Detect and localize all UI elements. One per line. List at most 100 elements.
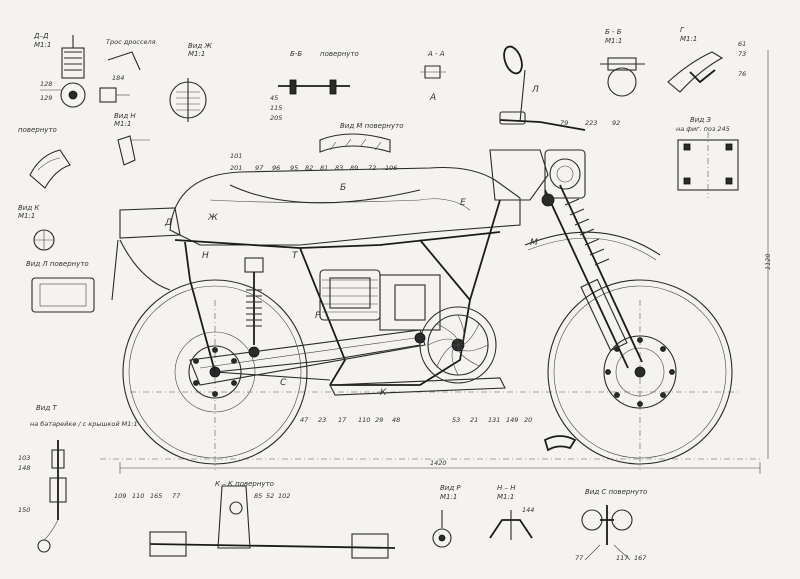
detail-section-b: Б-Б повернуто 45 115 205 bbox=[270, 50, 359, 122]
callout: 77 bbox=[172, 492, 181, 500]
callout: 77 bbox=[575, 554, 584, 562]
frame bbox=[174, 199, 501, 386]
view-title: Вид Ж bbox=[188, 42, 212, 50]
view-title: Г bbox=[680, 26, 685, 34]
callout: 110 bbox=[358, 416, 370, 424]
callout: 150 bbox=[18, 506, 30, 514]
callout: 48 bbox=[392, 416, 400, 424]
swingarm bbox=[189, 329, 426, 386]
section-letter: Н bbox=[202, 251, 209, 261]
section-letter: А bbox=[429, 93, 436, 103]
view-scale: М1:1 bbox=[188, 50, 205, 58]
top-callouts: 101 201 97 96 95 82 81 83 89 72 106 79 2… bbox=[230, 119, 620, 172]
view-title: Б-Б bbox=[290, 50, 302, 58]
view-title: Н – Н bbox=[497, 484, 516, 492]
cooling-fan bbox=[419, 306, 497, 384]
callout: 205 bbox=[270, 114, 282, 122]
callout: 223 bbox=[585, 119, 597, 127]
callout: 110 bbox=[132, 492, 144, 500]
view-scale: М1:1 bbox=[497, 493, 514, 501]
callout: 47 bbox=[300, 416, 309, 424]
callout: 148 bbox=[18, 464, 30, 472]
motorcycle-assembly: 1420 1120 101 201 97 96 95 82 81 83 89 7… bbox=[100, 45, 772, 474]
section-letter: Д bbox=[164, 218, 172, 228]
callout: 83 bbox=[335, 164, 343, 172]
view-title: Д–Д bbox=[33, 32, 49, 40]
brand-logo bbox=[543, 435, 577, 452]
handlebar bbox=[499, 45, 586, 131]
detail-section-nn: Н – Н М1:1 144 bbox=[489, 484, 534, 540]
callout: 72 bbox=[368, 164, 376, 172]
view-scale: повернуто bbox=[320, 50, 359, 58]
callout: 102 bbox=[278, 492, 290, 500]
callout: 82 bbox=[305, 164, 313, 172]
front-fork bbox=[544, 184, 643, 369]
section-letter: Ж bbox=[207, 213, 218, 223]
view-scale: М1:1 bbox=[440, 493, 457, 501]
rear-wheel bbox=[122, 279, 308, 465]
callout: 53 bbox=[452, 416, 460, 424]
callout: 117 bbox=[616, 554, 629, 562]
callout: 79 bbox=[560, 119, 568, 127]
callout: 29 bbox=[375, 416, 383, 424]
detail-view-g: Г М1:1 61 73 76 bbox=[667, 26, 746, 93]
callout: 144 bbox=[522, 506, 534, 514]
section-letter: Л bbox=[531, 85, 539, 95]
callout: 109 bbox=[114, 492, 126, 500]
callout: 115 bbox=[270, 104, 282, 112]
view-title: А - А bbox=[427, 50, 445, 58]
detail-view-l: Вид Л повернуто bbox=[26, 260, 95, 313]
detail-section-kk: К – К повернуто 109 110 165 77 85 52 102 bbox=[114, 480, 396, 559]
callout: 103 bbox=[18, 454, 30, 462]
detail-view-d: Д–Д М1:1 128 129 bbox=[33, 32, 86, 108]
wheelbase-dimension: 1420 bbox=[119, 459, 761, 474]
section-letters: Л Б М К Т Ж Н Е Р А Д С bbox=[164, 85, 539, 398]
rear-shock-absorber bbox=[244, 257, 264, 358]
seat-tank-outline bbox=[169, 167, 521, 246]
view-scale: на фиг. поз 245 bbox=[676, 125, 730, 133]
detail-view-k: Вид К М1:1 bbox=[18, 204, 55, 251]
view-scale: на батарейке / с крышкой М1:1 bbox=[30, 420, 138, 428]
view-title: Вид З bbox=[690, 116, 711, 124]
callout: 201 bbox=[230, 164, 242, 172]
detail-view-t: Вид Т на батарейке / с крышкой М1:1 103 … bbox=[18, 404, 138, 553]
detail-gas-cable: Трос дросселя 184 bbox=[99, 38, 156, 103]
callout: 184 bbox=[112, 74, 124, 82]
view-title: Вид Р bbox=[440, 484, 461, 492]
callout: 23 bbox=[318, 416, 326, 424]
view-title: К – К повернуто bbox=[215, 480, 274, 488]
mirror bbox=[503, 45, 523, 75]
detail-view-s: Вид С повернуто 77 117 167 bbox=[575, 488, 647, 562]
view-title: Вид Т bbox=[36, 404, 57, 412]
seat-contour bbox=[229, 184, 421, 204]
steering-head bbox=[489, 149, 549, 201]
callout: 95 bbox=[290, 164, 298, 172]
headlight bbox=[544, 149, 586, 199]
front-fender bbox=[524, 231, 661, 256]
callout: 52 bbox=[266, 492, 274, 500]
detail-view-n: Вид Н М1:1 bbox=[114, 112, 150, 166]
view-title: Вид К bbox=[18, 204, 40, 212]
callout: 149 bbox=[506, 416, 518, 424]
view-scale: М1:1 bbox=[18, 212, 35, 220]
bottom-callouts: 47 23 17 110 29 48 53 21 131 149 20 bbox=[300, 416, 532, 424]
callout: 89 bbox=[350, 164, 358, 172]
height-dimension: 1120 bbox=[764, 50, 772, 459]
callout: 92 bbox=[612, 119, 620, 127]
engine bbox=[319, 269, 441, 331]
callout: 128 bbox=[40, 80, 52, 88]
height-value: 1120 bbox=[764, 253, 772, 270]
section-letter: Т bbox=[292, 251, 299, 261]
view-scale: М1:1 bbox=[680, 35, 697, 43]
exhaust-pipe bbox=[329, 377, 506, 396]
callout: 45 bbox=[270, 94, 278, 102]
callout: 17 bbox=[338, 416, 347, 424]
view-title: Вид Л повернуто bbox=[26, 260, 89, 268]
callout: 76 bbox=[738, 70, 746, 78]
view-title: Трос дросселя bbox=[106, 38, 156, 46]
callout: 85 bbox=[254, 492, 262, 500]
wheelbase-value: 1420 bbox=[430, 459, 447, 467]
callout: 97 bbox=[255, 164, 264, 172]
section-letter: М bbox=[530, 238, 538, 248]
